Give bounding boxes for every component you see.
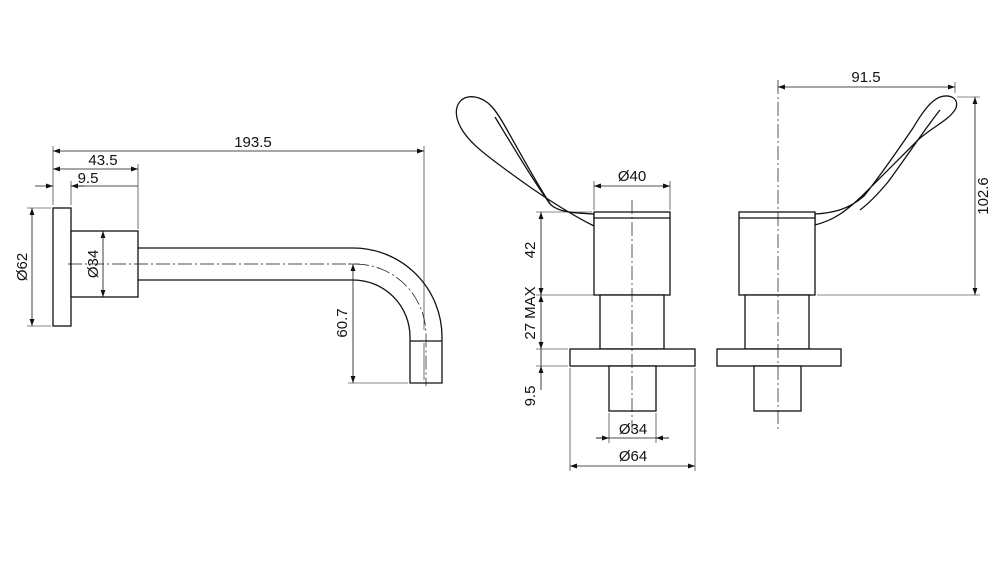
dim-43-5-label: 43.5 xyxy=(88,152,117,169)
tap-front-flange xyxy=(569,348,696,367)
tap-side-shank xyxy=(753,365,802,412)
dim-102-6-label: 102.6 xyxy=(975,177,992,215)
dim-91-5-label: 91.5 xyxy=(851,69,880,86)
tap-side-handle xyxy=(738,211,816,296)
tap-side-spindle xyxy=(744,294,810,350)
tap-side-flange xyxy=(716,348,842,367)
dim-9-5-front-label: 9.5 xyxy=(522,386,539,407)
tap-front-lever xyxy=(455,96,595,228)
tap-front-view: Ø40 42 27 MAX 9.5 Ø34 Ø64 xyxy=(455,96,696,471)
dim-d40-label: Ø40 xyxy=(618,168,646,185)
dim-27max-label: 27 MAX xyxy=(522,286,539,339)
dim-193-5-label: 193.5 xyxy=(234,134,272,151)
dim-d62-label: Ø62 xyxy=(14,253,31,281)
spout-wall-flange xyxy=(52,207,72,327)
tap-side-view: 91.5 102.6 xyxy=(716,69,992,432)
spout-view: 193.5 43.5 9.5 Ø62 Ø34 60.7 xyxy=(14,134,443,386)
tap-front-shank xyxy=(608,365,657,412)
dim-d64-label: Ø64 xyxy=(619,448,647,465)
dim-60-7-label: 60.7 xyxy=(334,308,351,337)
dim-d34-label: Ø34 xyxy=(85,250,102,278)
spout-tube xyxy=(138,247,443,384)
dim-d34-front-label: Ø34 xyxy=(619,421,647,438)
dim-42-label: 42 xyxy=(522,242,539,259)
tap-side-lever xyxy=(814,95,958,226)
dim-9-5-label: 9.5 xyxy=(78,170,99,187)
